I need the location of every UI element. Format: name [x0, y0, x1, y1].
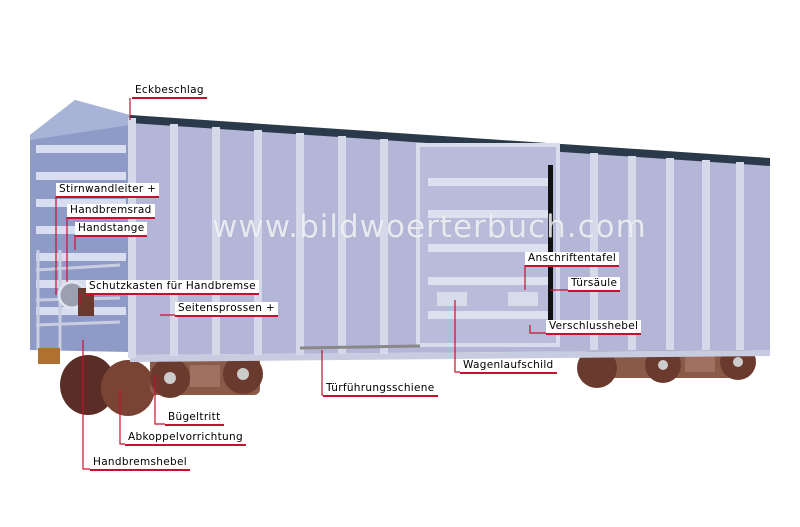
label-stirnwandleiter[interactable]: Stirnwandleiter + [56, 183, 160, 198]
label-seitensprossen[interactable]: Seitensprossen + [175, 302, 278, 317]
label-buegeltritt: Bügeltritt [165, 411, 224, 426]
label-anschriftentafel: Anschriftentafel [525, 252, 620, 267]
label-tuerfuehrungsschiene: Türführungsschiene [323, 382, 438, 397]
label-handbremshebel: Handbremshebel [90, 456, 190, 471]
label-eckbeschlag: Eckbeschlag [132, 84, 207, 99]
label-tuersaeule: Türsäule [568, 277, 621, 292]
car-side [128, 115, 770, 362]
left-truck [60, 354, 263, 416]
leader-lines [55, 98, 570, 470]
label-handbremsrad: Handbremsrad [67, 204, 155, 219]
label-verschlusshebel: Verschlusshebel [546, 320, 642, 335]
label-wagenlaufschild: Wagenlaufschild [460, 359, 557, 374]
label-abkoppelvorrichtung: Abkoppelvorrichtung [125, 431, 246, 446]
label-schutzkasten: Schutzkasten für Handbremse [86, 280, 259, 295]
label-handstange: Handstange [75, 222, 148, 237]
watermark: www.bildwoerterbuch.com [212, 209, 647, 245]
